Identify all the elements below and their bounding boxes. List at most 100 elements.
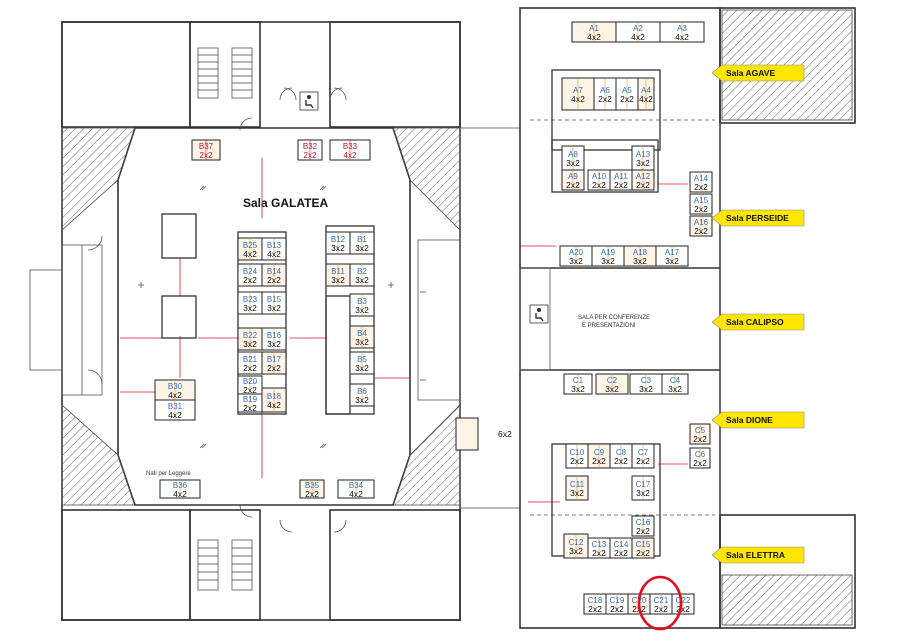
- tag-arrow: [711, 411, 805, 429]
- booth-size: 3x2: [569, 256, 583, 266]
- booth-code: B6: [357, 387, 367, 396]
- tag-agave[interactable]: Sala AGAVE: [711, 64, 805, 82]
- tag-dione[interactable]: Sala DIONE: [711, 411, 805, 429]
- tag-calipso[interactable]: Sala CALIPSO: [711, 313, 805, 331]
- booth-size: 2x2: [243, 385, 257, 395]
- booth-size: 3x2: [267, 303, 281, 313]
- booth-code: B22: [243, 331, 258, 340]
- booth-size: 2x2: [243, 275, 257, 285]
- booth-code: A6: [600, 86, 610, 95]
- booth-code: B20: [243, 377, 258, 386]
- booth-code: B30: [168, 382, 183, 391]
- wheelchair-icon-2: [529, 304, 549, 324]
- booth-code: B37: [199, 142, 214, 151]
- tag-label: Sala ELETTRA: [726, 550, 785, 560]
- booth-code: C18: [588, 596, 603, 605]
- booth-code: B19: [243, 395, 258, 404]
- booth-code: A13: [636, 150, 651, 159]
- conference-label-1: SALA PER CONFERENZE: [578, 315, 650, 321]
- tag-perseide[interactable]: Sala PERSEIDE: [711, 209, 805, 227]
- booth-size: 4x2: [243, 249, 257, 259]
- booth-code: A4: [641, 86, 651, 95]
- tag-elettra[interactable]: Sala ELETTRA: [711, 546, 805, 564]
- booth-code: C3: [641, 376, 652, 385]
- booth-code: C16: [636, 518, 651, 527]
- booth-size: 2x2: [676, 604, 690, 614]
- booth-code: B5: [357, 355, 367, 364]
- booth-size: 4x2: [168, 410, 182, 420]
- booth-small-passage[interactable]: [455, 417, 479, 451]
